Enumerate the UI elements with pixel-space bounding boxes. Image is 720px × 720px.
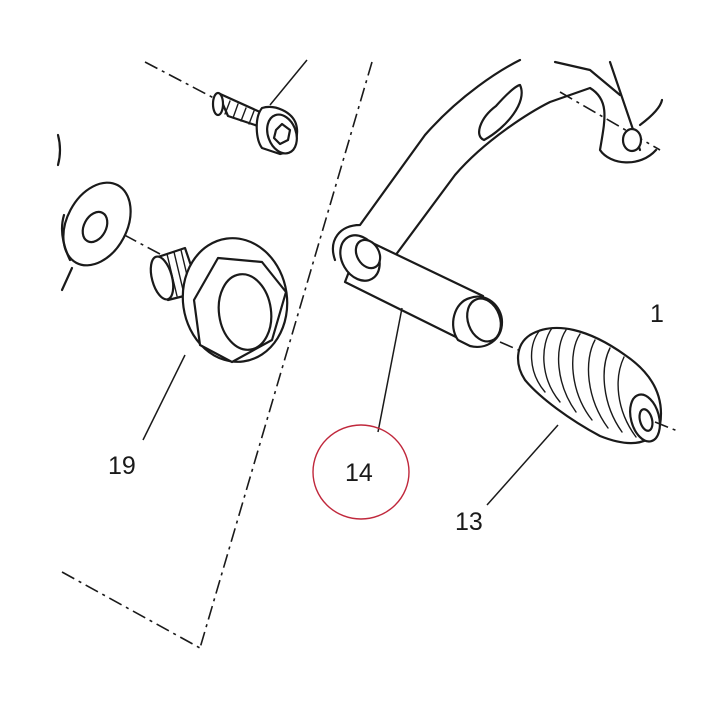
rubber-peg-grip-part-13: [486, 326, 681, 506]
flange-bolt-part-19: [142, 237, 289, 441]
callout-14-highlight-circle: [312, 424, 410, 520]
flat-washer: [60, 181, 132, 267]
callout-14-label: 14: [345, 459, 373, 487]
callout-13-label: 13: [455, 508, 483, 536]
callout-1-partial-label: 1: [650, 300, 664, 328]
pivot-pin-part-14: [339, 234, 504, 433]
socket-head-bolt: [211, 59, 308, 156]
callout-19-label: 19: [108, 452, 136, 480]
left-edge-fragments: [56, 133, 74, 292]
